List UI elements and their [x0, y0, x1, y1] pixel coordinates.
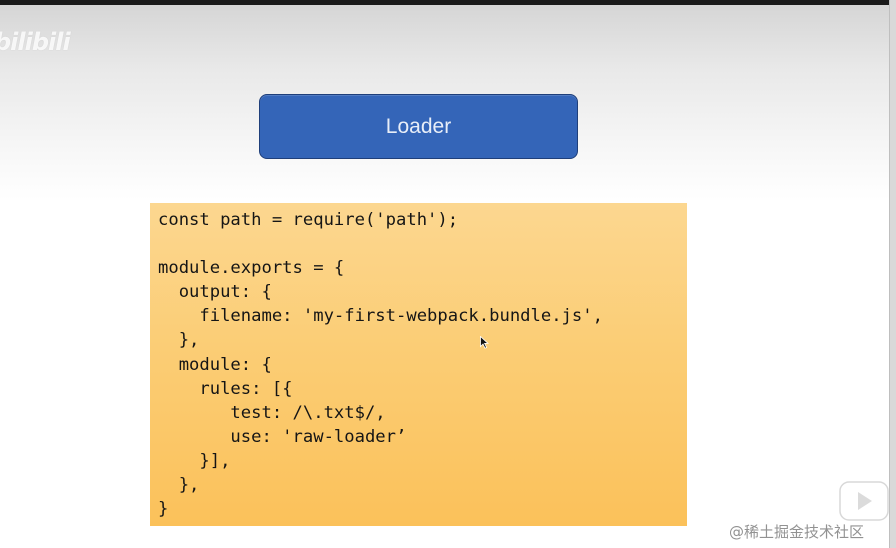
code-line: } — [158, 499, 169, 520]
code-line: filename: 'my-first-webpack.bundle.js', — [158, 306, 603, 327]
code-block: const path = require('path'); module.exp… — [150, 203, 687, 526]
code-line: }, — [158, 475, 200, 496]
code-line: test: /\.txt$/, — [158, 402, 386, 423]
right-scroll-edge — [889, 0, 896, 548]
play-icon[interactable] — [838, 478, 890, 522]
code-line: module.exports = { — [158, 258, 345, 279]
window-top-bar — [0, 0, 896, 5]
mouse-pointer-icon — [480, 336, 489, 349]
slide-title: Loader — [385, 114, 452, 138]
code-line: const path = require('path'); — [158, 210, 459, 230]
code-line: }, — [158, 330, 200, 351]
code-line: }], — [158, 450, 231, 471]
code-line — [158, 232, 687, 256]
bilibili-watermark: bilibili — [0, 28, 71, 56]
code-line: module: { — [158, 354, 272, 375]
code-line: output: { — [158, 282, 272, 303]
code-line: use: 'raw-loader’ — [158, 426, 407, 447]
code-line: rules: [{ — [158, 378, 293, 399]
juejin-watermark: @稀土掘金技术社区 — [729, 523, 865, 541]
slide-title-box: Loader — [259, 94, 578, 159]
